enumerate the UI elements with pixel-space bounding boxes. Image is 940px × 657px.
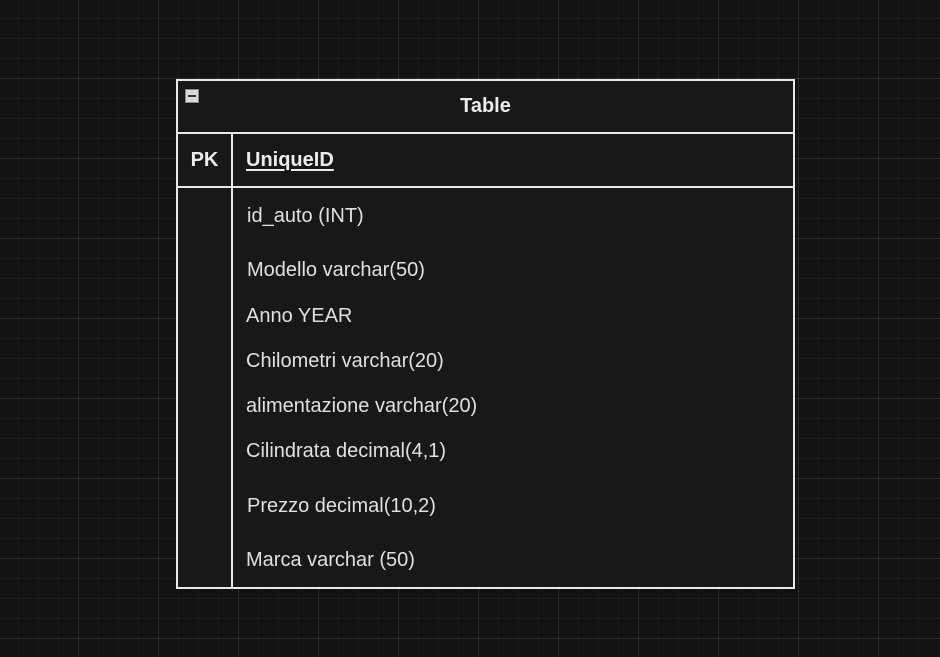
field-marca[interactable]: Marca varchar (50)	[246, 549, 415, 571]
field-alimentazione[interactable]: alimentazione varchar(20)	[246, 395, 478, 417]
collapse-icon[interactable]	[185, 89, 199, 103]
key-column-divider	[231, 134, 233, 587]
entity-title[interactable]: Table	[178, 81, 793, 134]
field-anno[interactable]: Anno YEAR	[246, 305, 353, 327]
primary-key-row[interactable]: PK UniqueID	[178, 134, 793, 188]
field-id-auto[interactable]: id_auto (INT)	[247, 205, 364, 227]
er-entity-table[interactable]: Table PK UniqueID id_auto (INT) Modello …	[176, 79, 795, 589]
field-modello[interactable]: Modello varchar(50)	[247, 259, 425, 281]
pk-field-name[interactable]: UniqueID	[246, 148, 334, 171]
field-chilometri[interactable]: Chilometri varchar(20)	[246, 350, 444, 372]
field-cilindrata[interactable]: Cilindrata decimal(4,1)	[246, 440, 447, 462]
pk-label: PK	[190, 148, 219, 171]
field-prezzo[interactable]: Prezzo decimal(10,2)	[247, 495, 436, 517]
